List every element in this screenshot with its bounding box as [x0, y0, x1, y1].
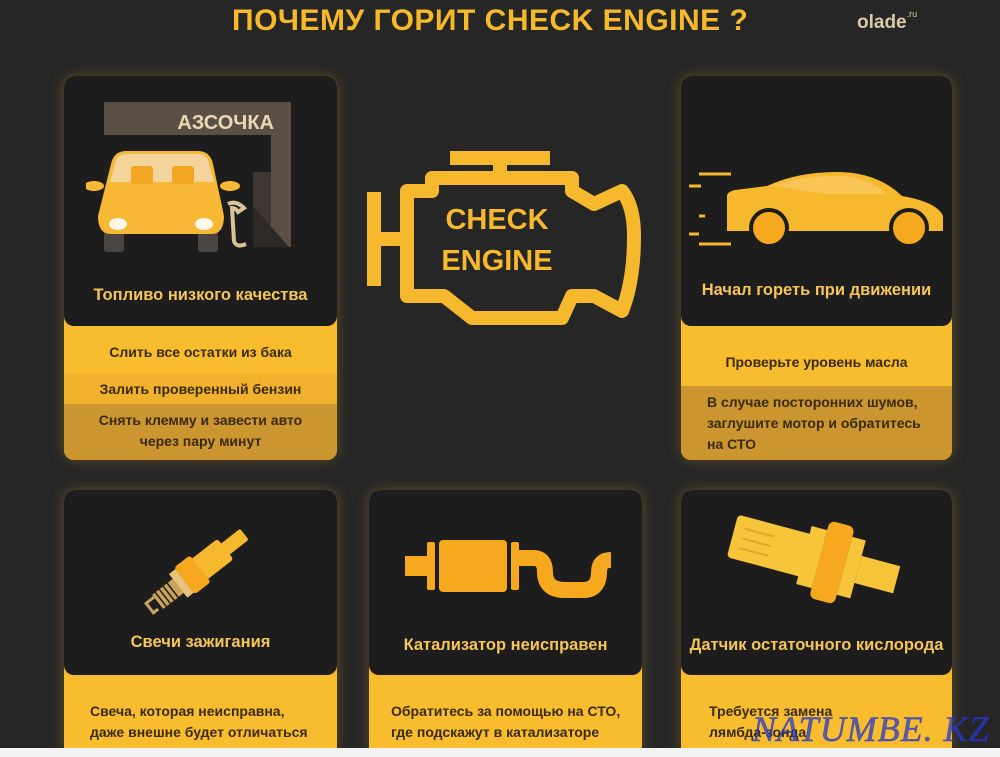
card-title: Катализатор неисправен	[403, 636, 608, 654]
page-title: ПОЧЕМУ ГОРИТ CHECK ENGINE ?	[232, 4, 749, 37]
tip-item: Проверьте уровень масла	[681, 326, 952, 386]
card-title: Начал гореть при движении	[701, 281, 932, 299]
card-header: Начал гореть при движении	[681, 76, 952, 326]
tip-item: Свеча, которая неисправна, даже внешне б…	[64, 675, 337, 757]
card-title: Топливо низкого качества	[93, 286, 308, 304]
check-engine-icon: CHECK ENGINE	[367, 151, 641, 325]
site-logo: olade.ru	[857, 8, 918, 34]
card-low-quality-fuel: АЗСОЧКА Топливо низкого качества Слить в…	[64, 76, 337, 460]
spark-plug-icon	[144, 529, 248, 615]
tip-item: В случае посторонних шумов, заглушите мо…	[681, 386, 952, 460]
moving-car-icon	[689, 172, 943, 248]
card-title: Датчик остаточного кислорода	[689, 636, 944, 654]
card-header: АЗСОЧКА Топливо низкого качества	[64, 76, 337, 326]
card-lit-while-driving: Начал гореть при движении Проверьте уров…	[681, 76, 952, 460]
logo-suffix: .ru	[906, 8, 918, 19]
tip-item: Обратитесь за помощью на СТО, где подска…	[369, 675, 642, 757]
tip-item: Требуется замена лямбда-зонда	[681, 675, 952, 757]
bottom-edge	[0, 748, 1000, 757]
card-oxygen-sensor: Датчик остаточного кислорода Требуется з…	[681, 490, 952, 757]
card-catalytic-converter: Катализатор неисправен Обратитесь за пом…	[369, 490, 642, 757]
card-header: Катализатор неисправен	[369, 490, 642, 675]
card-header: Свечи зажигания	[64, 490, 337, 675]
svg-text:CHECK: CHECK	[445, 204, 548, 236]
svg-text:ENGINE: ENGINE	[441, 245, 552, 277]
tip-item: Снять клемму и завести авто через пару м…	[64, 404, 337, 460]
tip-item: Залить проверенный бензин	[64, 374, 337, 404]
card-header: Датчик остаточного кислорода	[681, 490, 952, 675]
watermark: NATUMBE. KZ	[752, 709, 990, 750]
tip-item: Слить все остатки из бака	[64, 326, 337, 374]
logo-text: olade	[857, 12, 907, 33]
car-at-gas-station-icon: АЗСОЧКА	[86, 102, 291, 252]
catalytic-converter-icon	[405, 540, 612, 598]
oxygen-sensor-icon	[727, 515, 901, 604]
card-title: Свечи зажигания	[130, 633, 271, 651]
card-spark-plugs: Свечи зажигания Свеча, которая неисправн…	[64, 490, 337, 757]
svg-text:АЗСОЧКА: АЗСОЧКА	[177, 112, 274, 134]
check-engine-emblem: CHECK ENGINE	[362, 136, 644, 332]
